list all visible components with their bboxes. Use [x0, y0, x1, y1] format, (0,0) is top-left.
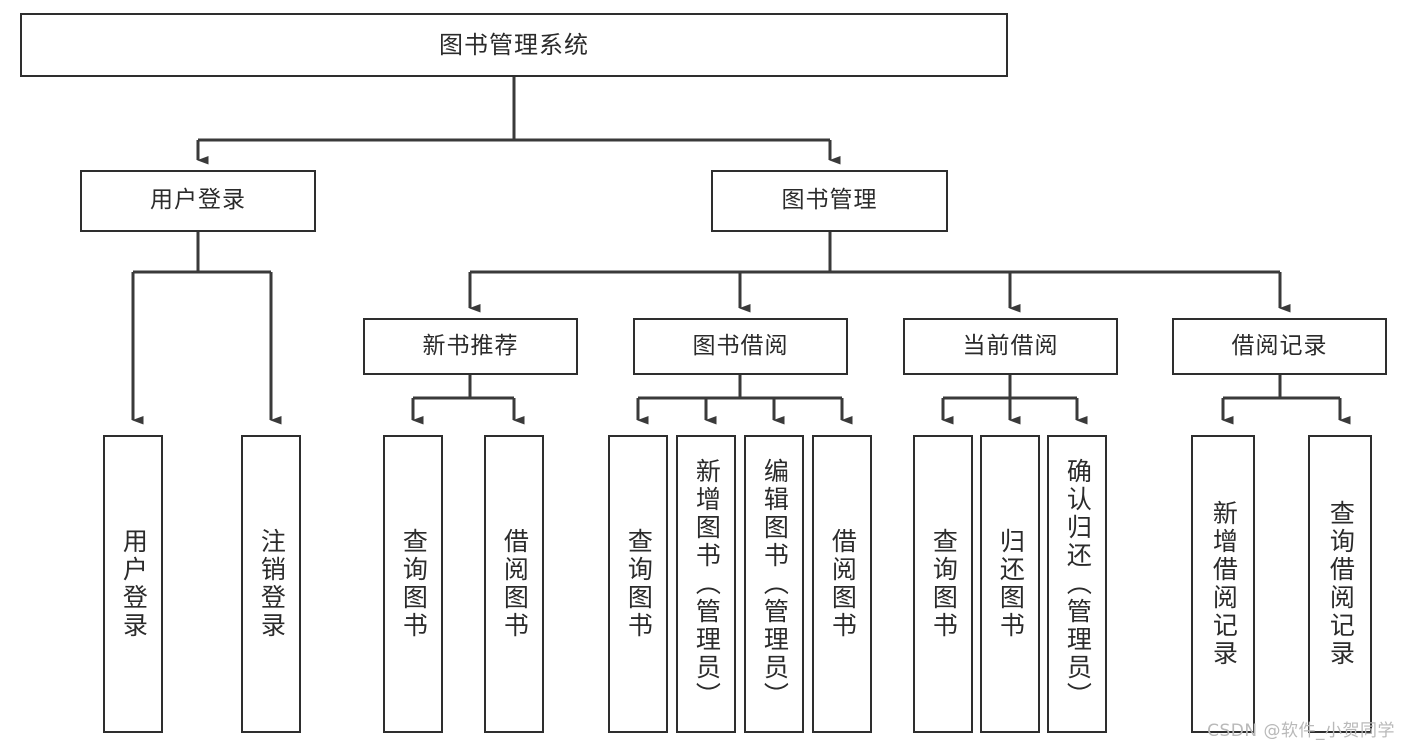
node-label: 图书借阅 — [692, 332, 789, 359]
leaf-query-borrow-record[interactable]: 查询借阅记录 — [1308, 435, 1372, 733]
node-label: 借阅图书 — [500, 528, 530, 640]
watermark-text: CSDN @软件_小贺同学 — [1207, 721, 1395, 741]
leaf-borrow-book[interactable]: 借阅图书 — [812, 435, 872, 733]
node-label: 用户登录 — [150, 187, 246, 214]
leaf-borrow-book-recommend[interactable]: 借阅图书 — [484, 435, 544, 733]
leaf-query-book-current[interactable]: 查询图书 — [913, 435, 973, 733]
leaf-return-book[interactable]: 归还图书 — [980, 435, 1040, 733]
node-label: 新增借阅记录 — [1209, 500, 1239, 668]
node-label: 查询借阅记录 — [1326, 500, 1356, 668]
leaf-add-book-admin[interactable]: 新增图书（管理员） — [676, 435, 736, 733]
leaf-query-book-borrow[interactable]: 查询图书 — [608, 435, 668, 733]
node-label: 当前借阅 — [962, 332, 1059, 359]
node-label: 编辑图书（管理员） — [760, 458, 790, 710]
leaf-user-login[interactable]: 用户登录 — [103, 435, 163, 733]
node-label: 借阅图书 — [828, 528, 858, 640]
node-label: 确认归还（管理员） — [1063, 458, 1093, 710]
node-label: 查询图书 — [929, 528, 959, 640]
node-label: 新书推荐 — [422, 332, 519, 359]
leaf-logout[interactable]: 注销登录 — [241, 435, 301, 733]
node-book-borrow[interactable]: 图书借阅 — [633, 318, 848, 375]
node-user-login[interactable]: 用户登录 — [80, 170, 316, 232]
node-label: 新增图书（管理员） — [692, 458, 722, 710]
node-borrow-record[interactable]: 借阅记录 — [1172, 318, 1387, 375]
node-current-borrow[interactable]: 当前借阅 — [903, 318, 1118, 375]
leaf-query-book-recommend[interactable]: 查询图书 — [383, 435, 443, 733]
node-root-system[interactable]: 图书管理系统 — [20, 13, 1008, 77]
node-label: 用户登录 — [119, 528, 149, 640]
node-label: 归还图书 — [996, 528, 1026, 640]
node-label: 注销登录 — [257, 528, 287, 640]
node-new-book-recommend[interactable]: 新书推荐 — [363, 318, 578, 375]
node-label: 图书管理 — [781, 187, 878, 214]
node-label: 图书管理系统 — [439, 30, 589, 59]
node-book-management[interactable]: 图书管理 — [711, 170, 948, 232]
node-label: 查询图书 — [399, 528, 429, 640]
leaf-confirm-return-admin[interactable]: 确认归还（管理员） — [1047, 435, 1107, 733]
leaf-add-borrow-record[interactable]: 新增借阅记录 — [1191, 435, 1255, 733]
node-label: 借阅记录 — [1231, 332, 1328, 359]
leaf-edit-book-admin[interactable]: 编辑图书（管理员） — [744, 435, 804, 733]
node-label: 查询图书 — [624, 528, 654, 640]
